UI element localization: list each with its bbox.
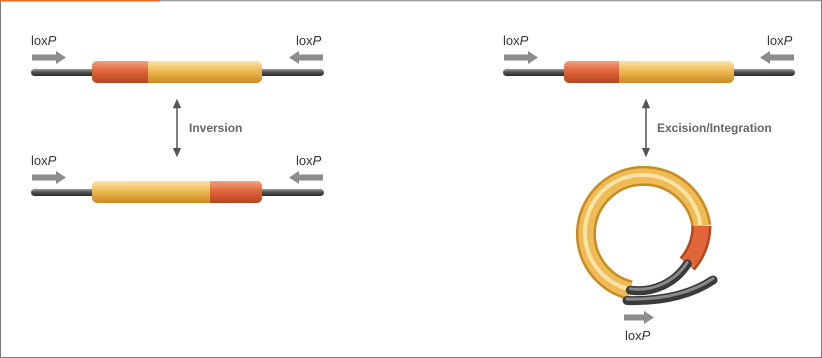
- loxp-label: loxP: [767, 33, 793, 48]
- loxp-arrow-right-icon: [504, 51, 538, 64]
- loxp-arrow-right-icon: [32, 51, 66, 64]
- circular-excision-product: loxP: [575, 165, 718, 343]
- loxp-arrow-left-icon: [289, 51, 323, 64]
- loxp-arrow-right-icon: [32, 171, 66, 184]
- inversion-label: Inversion: [189, 121, 242, 135]
- loxp-label: loxP: [296, 33, 322, 48]
- excision-integration-label: Excision/Integration: [657, 121, 772, 135]
- construct-left-bottom: loxP loxP: [31, 153, 324, 203]
- loxp-arrow-left-icon: [760, 51, 794, 64]
- loxp-label: loxP: [31, 153, 57, 168]
- loxp-label: loxP: [296, 153, 322, 168]
- loxp-label: loxP: [503, 33, 529, 48]
- loxp-arrow-right-icon: [624, 311, 654, 324]
- gene-segment-orange: [210, 181, 262, 203]
- loxp-label: loxP: [625, 328, 651, 343]
- loxp-label: loxP: [31, 33, 57, 48]
- gene-segment-orange: [92, 61, 148, 83]
- loxp-arrow-left-icon: [289, 171, 323, 184]
- construct-right-top: loxP loxP: [503, 33, 795, 83]
- construct-left-top: loxP loxP: [31, 33, 324, 83]
- gene-segment-orange: [564, 61, 619, 83]
